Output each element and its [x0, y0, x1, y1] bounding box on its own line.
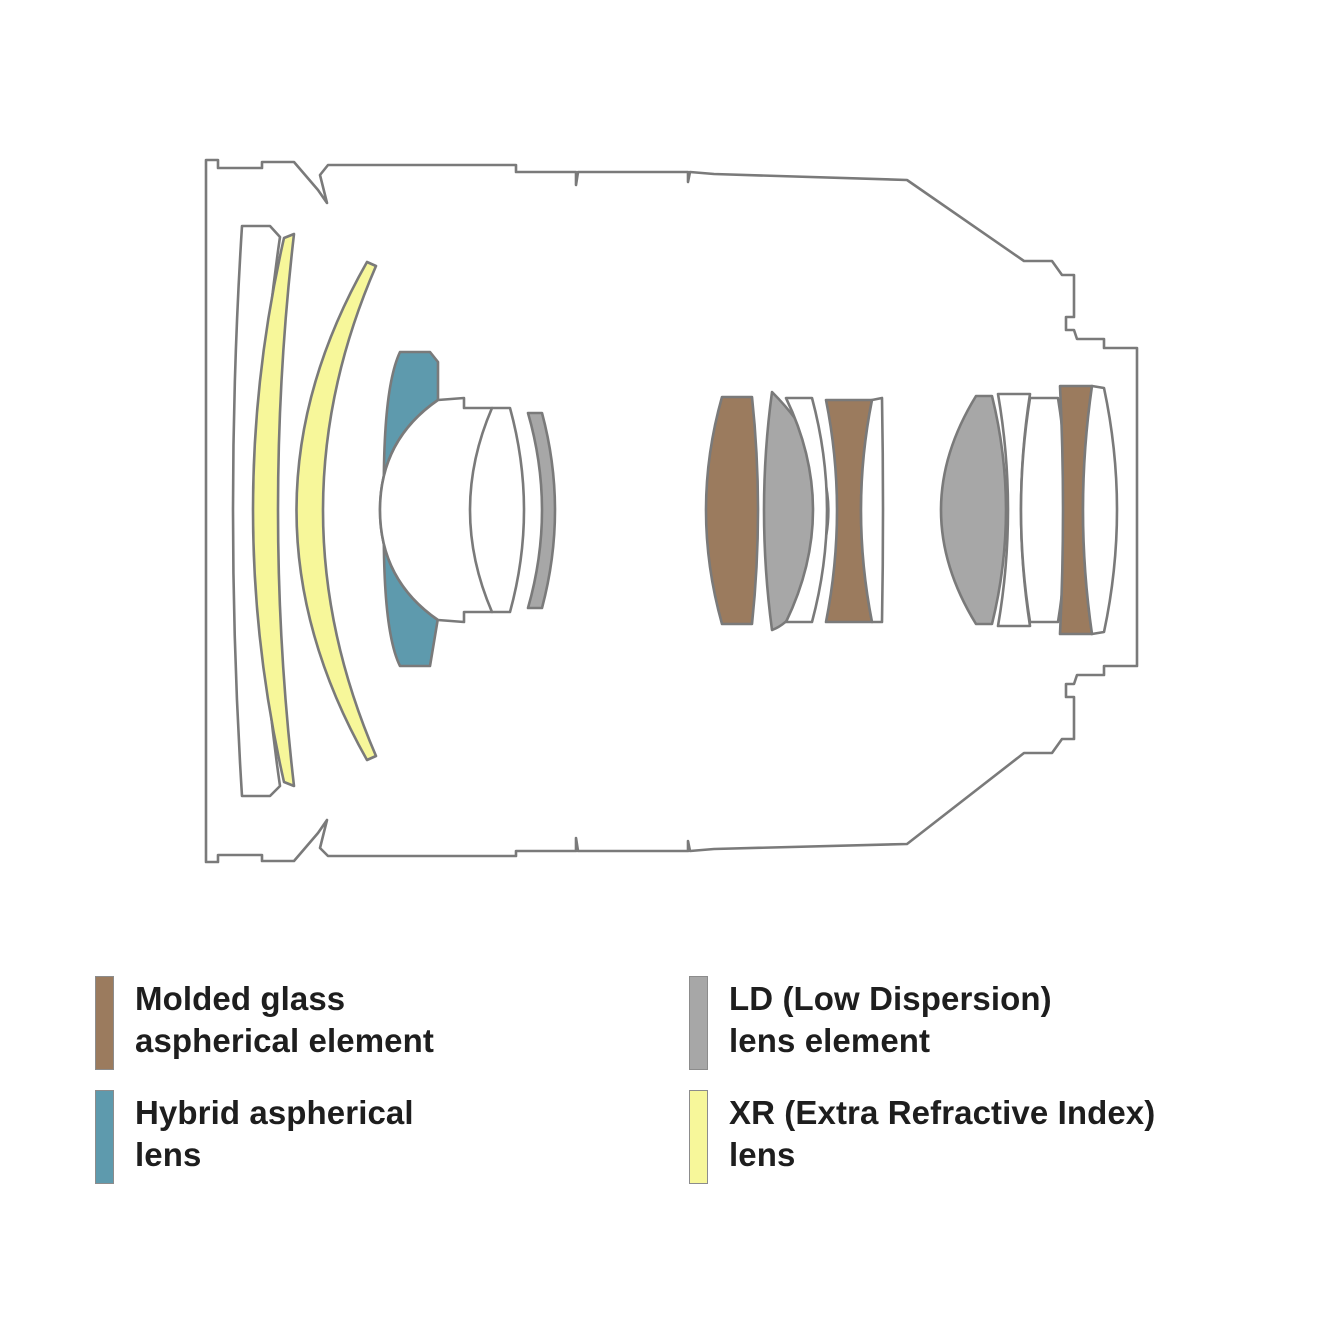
- lens-element-10-plain: [784, 396, 829, 624]
- legend-swatch: [689, 976, 708, 1070]
- lens-element-3-xr: [295, 260, 378, 762]
- lens-element-8-molded: [704, 395, 760, 626]
- lens-element-12-plain: [859, 396, 885, 624]
- lens-barrel-outline: [204, 158, 1139, 864]
- legend-swatch: [95, 1090, 114, 1184]
- legend-swatch: [95, 976, 114, 1070]
- lens-element-7-ld: [526, 411, 557, 610]
- legend-label: XR (Extra Refractive Index) lens: [729, 1094, 1156, 1173]
- lens-element-2-xr: [251, 232, 296, 788]
- lens-element-17-plain: [1081, 384, 1119, 636]
- legend-label: LD (Low Dispersion) lens element: [729, 980, 1052, 1059]
- lens-construction-diagram: [204, 158, 1139, 864]
- legend-swatch: [689, 1090, 708, 1184]
- legend-label: Hybrid aspherical lens: [135, 1094, 414, 1173]
- lens-element-6-plain: [468, 406, 526, 614]
- legend-label: Molded glass aspherical element: [135, 980, 434, 1059]
- lens-element-15-plain: [1019, 396, 1069, 624]
- lens-element-13-ld: [939, 394, 1008, 626]
